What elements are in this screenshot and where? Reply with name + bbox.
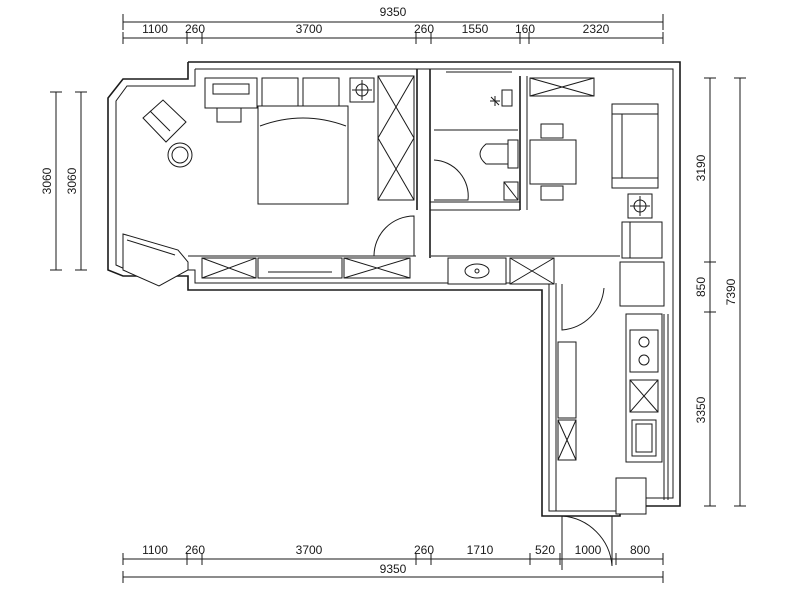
nightstand-right <box>302 77 340 107</box>
entrance-door[interactable] <box>561 515 613 570</box>
bottom-dimensions: 1100 260 3700 260 1710 520 1000 800 9350 <box>122 543 664 583</box>
bottom-total-dimension: 9350 <box>380 562 407 576</box>
bottom-dim-7: 1000 <box>575 543 602 557</box>
bathroom-door[interactable] <box>433 159 469 201</box>
dining-area <box>529 77 663 259</box>
top-dim-2: 260 <box>185 22 205 36</box>
top-dim-5: 1550 <box>462 22 489 36</box>
bedroom-door[interactable] <box>373 215 415 257</box>
nightstand-left <box>261 77 299 107</box>
kitchen <box>615 313 669 515</box>
sofa <box>611 103 659 189</box>
oven-icon <box>629 379 659 413</box>
bottom-dim-8: 800 <box>630 543 650 557</box>
side-cabinet <box>621 221 663 259</box>
desk-chair <box>216 107 242 123</box>
stove-icon <box>629 329 659 373</box>
top-total-dimension: 9350 <box>380 5 407 19</box>
bay-window-seat <box>122 233 189 287</box>
double-bed <box>257 105 349 205</box>
armchair <box>142 99 187 143</box>
bottom-dim-6: 520 <box>535 543 555 557</box>
right-dim-3: 3350 <box>694 396 708 423</box>
washbasin <box>464 263 490 279</box>
top-dim-7: 2320 <box>583 22 610 36</box>
top-dimensions: 9350 1100 260 3700 260 1550 160 2320 <box>122 5 664 44</box>
washbasin-counter <box>447 257 507 285</box>
wardrobe <box>377 75 415 201</box>
top-dim-1: 1100 <box>142 22 168 36</box>
top-dim-6: 160 <box>515 22 535 36</box>
left-outer-dimension: 3060 <box>40 167 54 194</box>
left-inner-dimension: 3060 <box>65 167 79 194</box>
bedroom <box>122 75 415 287</box>
kitchen-door[interactable] <box>561 284 605 331</box>
right-dim-2: 850 <box>694 277 708 297</box>
corridor-storage <box>557 341 577 419</box>
walls <box>107 61 681 517</box>
corridor <box>447 257 613 570</box>
bottom-dim-4: 260 <box>414 543 434 557</box>
sink-icon <box>631 419 657 457</box>
bottom-dim-3: 3700 <box>296 543 323 557</box>
bottom-dim-2: 260 <box>185 543 205 557</box>
right-dim-1: 3190 <box>694 154 708 181</box>
tv-cabinet <box>257 257 343 279</box>
top-dim-4: 260 <box>414 22 434 36</box>
bathroom <box>433 89 519 201</box>
bottom-dim-1: 1100 <box>142 543 168 557</box>
fridge <box>615 477 647 515</box>
toilet-icon <box>479 139 519 169</box>
dining-chair-top <box>540 123 564 139</box>
bottom-dim-5: 1710 <box>467 543 494 557</box>
shower-icon <box>490 96 500 106</box>
top-dim-3: 3700 <box>296 22 323 36</box>
right-total-dimension: 7390 <box>724 278 738 305</box>
dining-table <box>529 139 577 185</box>
structural-column <box>619 261 665 307</box>
left-dimensions: 3060 3060 <box>40 91 87 271</box>
right-dimensions: 3190 850 3350 7390 <box>694 77 746 507</box>
dining-chair-bottom <box>540 185 564 201</box>
